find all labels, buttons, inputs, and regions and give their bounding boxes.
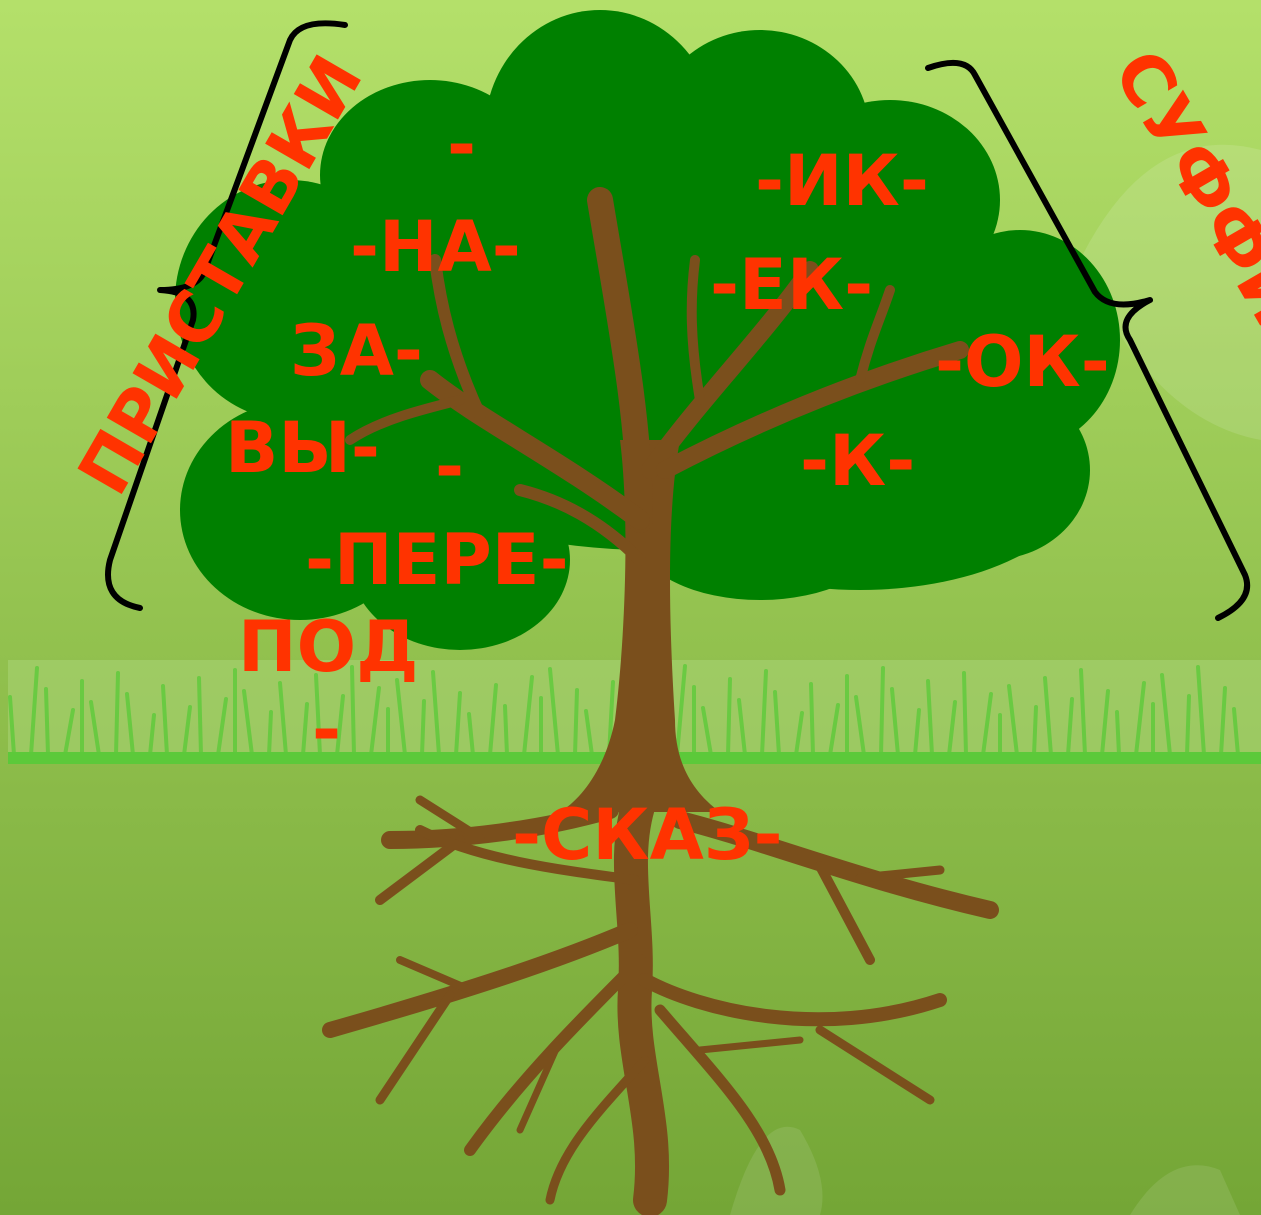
grass-blade	[890, 687, 900, 757]
grass-blade	[1115, 710, 1121, 757]
suffix-item: -ОК-	[935, 321, 1110, 403]
prefix-item: -ПЕРЕ-	[305, 519, 569, 601]
prefix-item: ЗА-	[290, 310, 423, 392]
grass-blade	[182, 705, 192, 757]
grass-blade	[522, 675, 534, 757]
decor-shape	[1130, 1165, 1240, 1215]
grass-blade	[1232, 707, 1240, 757]
grass-blade	[395, 678, 407, 757]
tree-crown	[175, 10, 1120, 650]
tree-trunk	[345, 187, 969, 812]
prefix-item: ПОД	[238, 606, 419, 688]
grass-blade	[314, 673, 322, 757]
suffix-item: -ИК-	[755, 140, 929, 222]
grass-blade	[573, 688, 579, 757]
grass-blade	[63, 708, 75, 757]
grass-blade	[726, 677, 732, 757]
grass-blade	[216, 697, 228, 757]
curly-bracket-left	[105, 20, 348, 611]
grass-blade	[278, 681, 288, 757]
grass-blade	[809, 682, 815, 757]
grass-blade	[1219, 686, 1227, 757]
grass-blade	[926, 679, 934, 757]
decor-shape	[1080, 144, 1261, 440]
prefix-item: -	[447, 104, 477, 186]
grass-blade	[794, 711, 804, 757]
grass-blade	[760, 669, 768, 757]
grass-blade	[301, 702, 309, 757]
grass-blade	[8, 695, 16, 757]
grass-blade	[369, 686, 381, 757]
grass-blade	[879, 666, 885, 757]
grass-blade	[1079, 668, 1087, 757]
grass-blade	[148, 713, 156, 757]
grass-blade	[962, 671, 968, 757]
grass-blade	[1043, 676, 1053, 757]
grass-blade	[431, 670, 441, 757]
grass-blade	[29, 666, 39, 757]
grass-blade	[1100, 689, 1110, 757]
grass-blade	[1160, 673, 1172, 757]
prefix-item: -	[435, 426, 465, 508]
grass-blade	[1066, 697, 1074, 757]
grass-blade	[773, 690, 781, 757]
grass-blade	[350, 665, 356, 757]
grass-blade	[125, 692, 135, 757]
grass-blade	[335, 694, 345, 757]
grass-blade	[675, 664, 687, 757]
suffix-item: -К-	[800, 420, 916, 502]
grass-blade	[197, 676, 203, 757]
suffix-item: -ЕК-	[710, 244, 874, 326]
grass-blade	[1032, 705, 1038, 757]
tree-roots	[322, 783, 999, 1215]
grass-blade	[1185, 694, 1191, 757]
grass-blade	[548, 667, 560, 757]
grass-blade	[454, 691, 462, 757]
root-label: -СКАЗ-	[512, 794, 783, 876]
grass-blade	[947, 700, 957, 757]
grass-blade	[242, 689, 254, 757]
grass-blade	[828, 703, 840, 757]
grass-blade	[1007, 684, 1019, 757]
grass-blade	[854, 695, 866, 757]
grass-blade	[1134, 681, 1146, 757]
prefix-item: ВЫ-	[225, 407, 380, 489]
grass-blade	[161, 684, 169, 757]
grass-blade	[467, 712, 475, 757]
grass-blade	[420, 699, 426, 757]
grass-blade	[913, 708, 921, 757]
grass-blade	[44, 687, 50, 757]
grass-blade	[488, 683, 498, 757]
grass-blade	[89, 700, 101, 757]
grass-blade	[981, 692, 993, 757]
prefix-item: -НА-	[350, 206, 521, 288]
curly-bracket-right	[925, 59, 1251, 621]
grass-blade	[114, 671, 120, 757]
grass-blade	[737, 698, 747, 757]
grass-blade	[1196, 665, 1206, 757]
grass-blade	[503, 704, 509, 757]
grass-blade	[584, 709, 594, 757]
grass-blade	[267, 710, 273, 757]
grass-blade	[701, 706, 713, 757]
prefix-item: -	[312, 689, 342, 771]
